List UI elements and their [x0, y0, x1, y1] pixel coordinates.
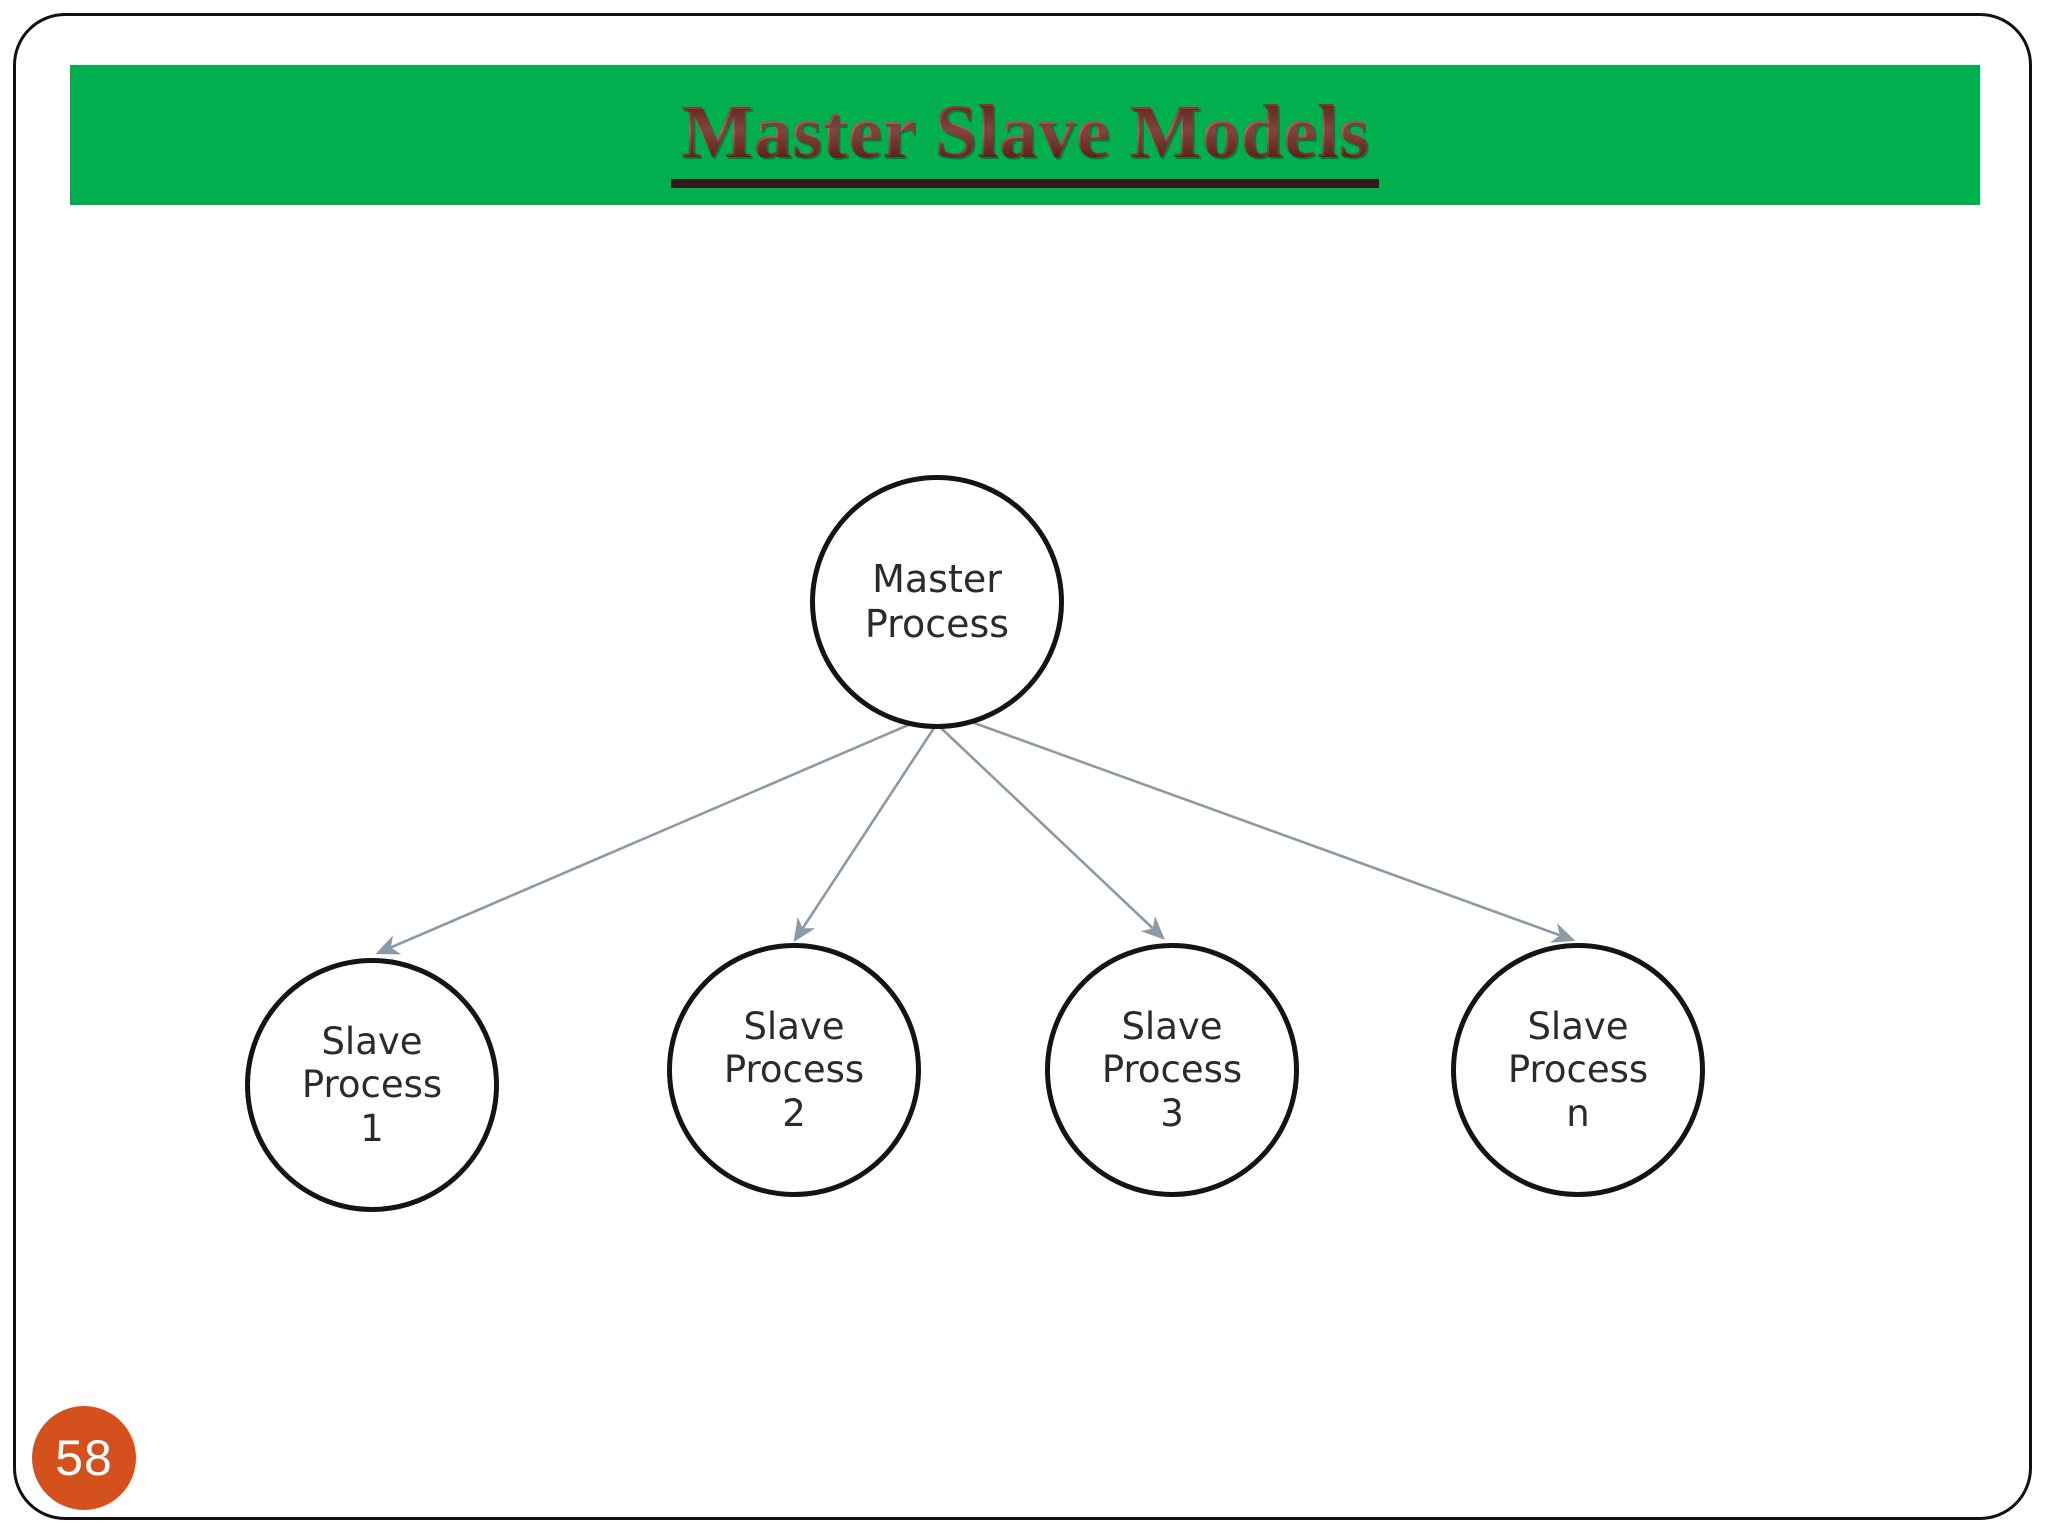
- node-label-line: Process: [301, 1063, 443, 1107]
- edge-master-to-slave-n: [954, 714, 1576, 943]
- node-label-line: Process: [723, 1048, 865, 1092]
- title-band: Master Slave Models: [70, 65, 1980, 205]
- edge-master-to-slave-3: [940, 727, 1165, 940]
- node-label-line: 2: [782, 1091, 806, 1135]
- node-label-line: Process: [1507, 1048, 1649, 1092]
- slide-frame-border: [13, 13, 2032, 1520]
- edge-master-to-slave-1: [375, 718, 921, 955]
- node-label-line: Slave: [1121, 1004, 1223, 1048]
- node-label-line: Master: [872, 557, 1002, 602]
- page-number-badge: 58: [32, 1406, 136, 1510]
- node-label-line: Process: [1101, 1048, 1243, 1092]
- page-title: Master Slave Models: [681, 90, 1369, 174]
- node-label-line: 1: [360, 1106, 384, 1150]
- title-underline: [671, 179, 1379, 188]
- edge-master-to-slave-2: [793, 727, 936, 943]
- node-label-line: Slave: [321, 1019, 423, 1063]
- node-label-line: 3: [1160, 1091, 1184, 1135]
- node-label-line: Slave: [743, 1004, 845, 1048]
- node-label-line: Process: [864, 602, 1010, 646]
- node-label-line: Slave: [1527, 1004, 1629, 1048]
- edge-layer: [375, 714, 1576, 955]
- node-label-line: n: [1566, 1091, 1590, 1135]
- title-wrapper: Master Slave Models: [671, 90, 1379, 188]
